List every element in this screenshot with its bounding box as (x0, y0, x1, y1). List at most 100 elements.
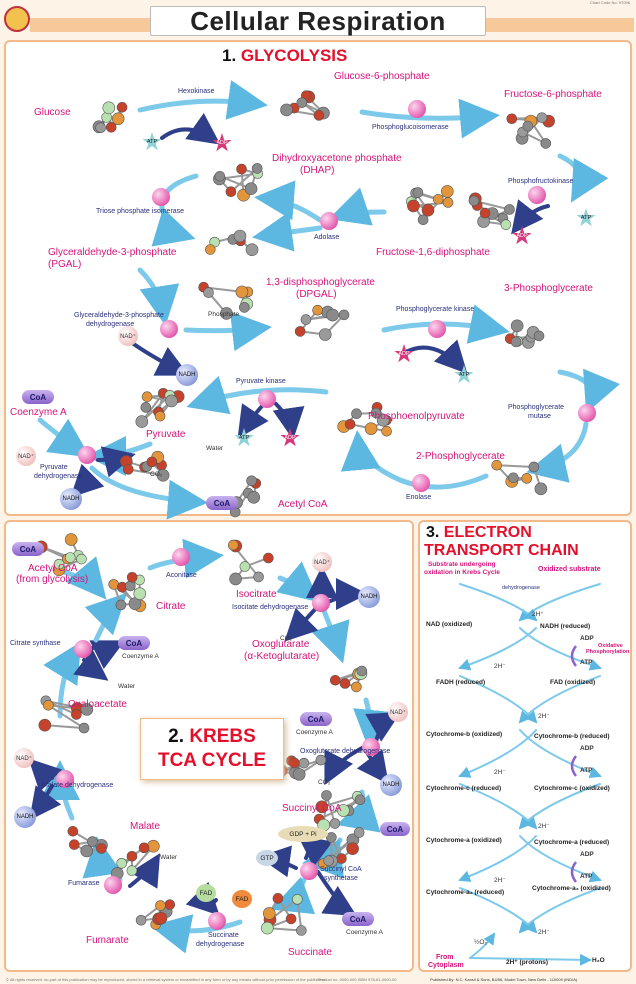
enzyme-pgi (408, 100, 426, 118)
coa-capsule: CoA (12, 542, 44, 556)
two-e-minus: 2H⁻ (494, 769, 506, 776)
coenzyme-a-label: Coenzyme A (122, 653, 159, 660)
electron-flow-arrow (458, 627, 537, 671)
coenzyme-a-label: Coenzyme A (10, 407, 67, 418)
molecule-model (317, 827, 365, 869)
fad-pill: FAD (196, 884, 216, 902)
etc-heading-2: TRANSPORT CHAIN (424, 542, 579, 560)
two-e-minus: 2H⁻ (494, 663, 506, 670)
coa-capsule: CoA (380, 822, 410, 836)
molecule-model (67, 825, 108, 858)
oxphos-label: Oxidative (598, 643, 623, 649)
molecule-model (38, 695, 94, 734)
enzyme-adolase (320, 212, 338, 230)
scs-label-2: synthetase (324, 875, 358, 882)
hexokinase-label: Hexokinase (178, 88, 215, 95)
enzyme-enolase (412, 474, 430, 492)
acetyl-coa-label: Acetyl CoA (28, 563, 78, 574)
enzyme-fumarase (104, 876, 122, 894)
molecule-model (119, 450, 170, 482)
aconitase-label: Aconitase (166, 572, 197, 579)
header: Cellular Respiration (0, 6, 636, 36)
reaction-arrow (306, 566, 339, 599)
chart-code: Chart Code No. 97096 (589, 0, 630, 5)
enzyme-ogdh (362, 738, 380, 756)
glucose-label: Glucose (34, 107, 71, 118)
electron-flow-arrow (518, 583, 601, 622)
pyruvate-kinase-label: Pyruvate kinase (236, 378, 286, 385)
pdh-label-2: dehydrogenase (34, 473, 83, 480)
ketoglutarate-label: (α-Ketoglutarate) (244, 651, 320, 662)
reaction-arrow (254, 180, 323, 223)
nad-sphere: NAD⁺ (312, 552, 332, 572)
reaction-arrow (356, 749, 389, 785)
citrate-label: Citrate (156, 601, 186, 612)
two-e-minus: 2H⁻ (494, 877, 506, 884)
substrate-label-2: oxidation in Krebs Cycle (424, 569, 500, 576)
molecule-model (213, 163, 264, 202)
molecule-model (337, 401, 392, 437)
acetyl-coa-label: Acetyl CoA (278, 499, 328, 510)
title-box: Cellular Respiration (150, 6, 486, 36)
reaction-arrow (29, 784, 62, 821)
header-band-right (484, 18, 634, 32)
g3pdh-label: Glyceraldehyde-3-phosphate (74, 312, 164, 319)
molecule-model (504, 319, 545, 349)
pfk-label: Phosphofructokinase (508, 178, 574, 185)
two-h-plus: 2H⁺ (532, 611, 544, 618)
enzyme-pfk (528, 186, 546, 204)
glycolysis-heading: 1. GLYCOLYSIS (222, 46, 347, 66)
co2-label: CO₂ (280, 635, 293, 642)
coa-capsule: CoA (206, 496, 238, 510)
reaction-arrow (137, 267, 180, 326)
molecule-model (135, 387, 185, 428)
reaction-arrow (340, 430, 489, 490)
water-label: Water (160, 854, 178, 861)
electron-flow-arrow (459, 583, 538, 622)
nad-sphere: NAD⁺ (388, 702, 408, 722)
dhap-abbrev: (DHAP) (300, 165, 335, 176)
etc-title-1: ELECTRON (443, 524, 532, 541)
glycolysis-number: 1. (222, 46, 237, 65)
fumarase-label: Fumarase (68, 880, 100, 887)
rights-text: © All rights reserved. no part of this p… (6, 977, 327, 982)
molecule-model (280, 90, 330, 121)
cytc-reduced-label: Cytochrome-c (reduced) (426, 785, 502, 792)
proton-flow-arrow (469, 932, 496, 959)
molecule-model (135, 899, 176, 930)
reaction-arrow (237, 403, 269, 439)
molecule-model (468, 192, 515, 230)
g3pdh-label-2: dehydrogenase (86, 321, 135, 328)
reaction-arrow (28, 758, 63, 793)
electron-flow-arrow (518, 675, 601, 724)
g6p-label: Glucose-6-phosphate (334, 71, 430, 82)
header-band-left (30, 18, 152, 32)
dpgal-label: 1,3-disphosphoglycerate (266, 277, 375, 288)
protons-label: 2H⁺ (protons) (506, 959, 549, 966)
molecule-model (294, 304, 350, 341)
reaction-arrow (86, 435, 153, 476)
atp-synthesis-arrow (570, 861, 578, 883)
isbn-text: Product no. 0000-000 ISBN 978-81-0000-00 (318, 977, 397, 982)
adolase-label: Adolase (314, 234, 340, 241)
enolase-label: Enolase (406, 494, 432, 501)
scs-label: Succinyl CoA (320, 866, 362, 873)
electron-flow-arrow (519, 835, 602, 883)
molecule-model (34, 533, 87, 577)
citrate-synthase-label: Citrate synthase (10, 640, 61, 647)
molecule-model (260, 893, 307, 936)
molecule-model (198, 281, 254, 320)
fad-oxidized-label: FAD (oxidized) (550, 679, 596, 686)
pg2-label: 2-Phosphoglycerate (416, 451, 505, 462)
gtp-pill: GTP (256, 850, 278, 866)
pgm-label: Phosphoglycerate (508, 404, 565, 411)
atp-label: ATP (580, 659, 593, 666)
isocitrate-label: Isocitrate (236, 589, 277, 600)
glycolysis-title: GLYCOLYSIS (240, 46, 348, 65)
reaction-arrow (526, 421, 589, 483)
pgal-abbrev: (PGAL) (48, 259, 82, 270)
pgk-label: Phosphoglycerate kinase (396, 306, 475, 313)
water-label: H₂O (592, 957, 605, 964)
